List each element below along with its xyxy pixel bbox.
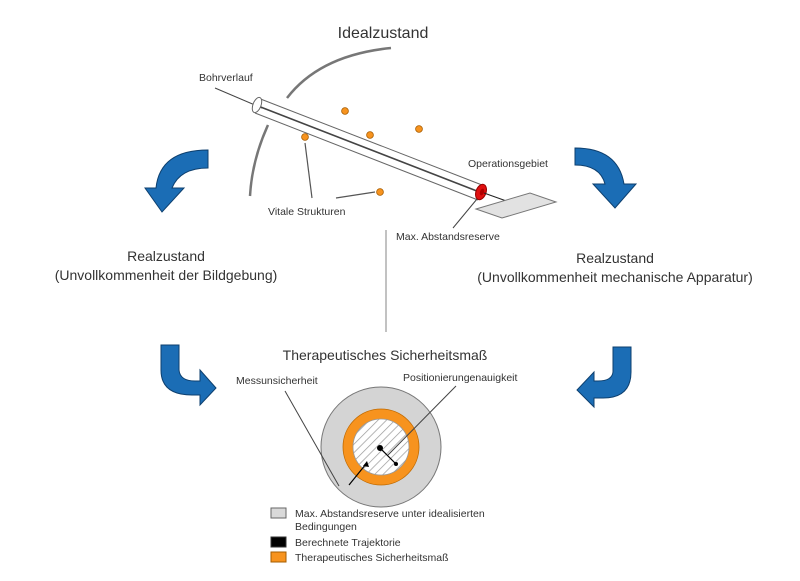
vital-structures xyxy=(301,107,423,196)
legend: Max. Abstandsreserve unter idealisierten… xyxy=(270,507,485,564)
safety-margin-circle xyxy=(320,386,442,508)
legend-label-1b: Bedingungen xyxy=(295,521,357,533)
leader-vital-1 xyxy=(304,142,313,199)
operation-area-plate xyxy=(474,192,558,219)
leader-messunsicherheit xyxy=(284,390,340,487)
skull-arc-bottom xyxy=(248,124,270,197)
legend-swatch-gray xyxy=(270,507,287,519)
title-idealzustand: Idealzustand xyxy=(338,25,429,42)
label-bohrverlauf: Bohrverlauf xyxy=(199,72,253,84)
legend-label-3: Therapeutisches Sicherheitsmaß xyxy=(295,552,449,564)
leader-positionierungenauigkeit xyxy=(387,385,457,456)
title-therapeutisches-sicherheitsmass: Therapeutisches Sicherheitsmaß xyxy=(283,347,488,363)
label-vitale-strukturen: Vitale Strukturen xyxy=(268,206,346,218)
legend-swatch-orange xyxy=(270,551,287,563)
legend-label-2: Berechnete Trajektorie xyxy=(295,537,401,549)
left-state-line2: (Unvollkommenheit der Bildgebung) xyxy=(55,267,278,283)
arrow-bottom-left-icon xyxy=(160,344,217,407)
label-operationsgebiet: Operationsgebiet xyxy=(468,158,548,170)
arrow-bottom-right-icon xyxy=(576,346,632,409)
label-max-abstandsreserve: Max. Abstandsreserve xyxy=(396,231,500,243)
legend-label-1a: Max. Abstandsreserve unter idealisierten xyxy=(295,508,485,520)
leader-vital-2 xyxy=(335,191,376,199)
right-state-line2: (Unvollkommenheit mechanische Apparatur) xyxy=(477,269,752,285)
label-positionierungenauigkeit: Positionierungenauigkeit xyxy=(403,372,517,384)
drill-tube xyxy=(251,96,487,201)
leader-abstandsreserve xyxy=(452,198,478,229)
legend-swatch-black xyxy=(270,536,287,548)
arrow-top-left-icon xyxy=(144,149,209,213)
arrow-top-right-icon xyxy=(574,147,638,209)
left-state-line1: Realzustand xyxy=(127,248,205,264)
skull-arc-top xyxy=(286,46,392,99)
label-messunsicherheit: Messunsicherheit xyxy=(236,375,318,387)
right-state-line1: Realzustand xyxy=(576,250,654,266)
